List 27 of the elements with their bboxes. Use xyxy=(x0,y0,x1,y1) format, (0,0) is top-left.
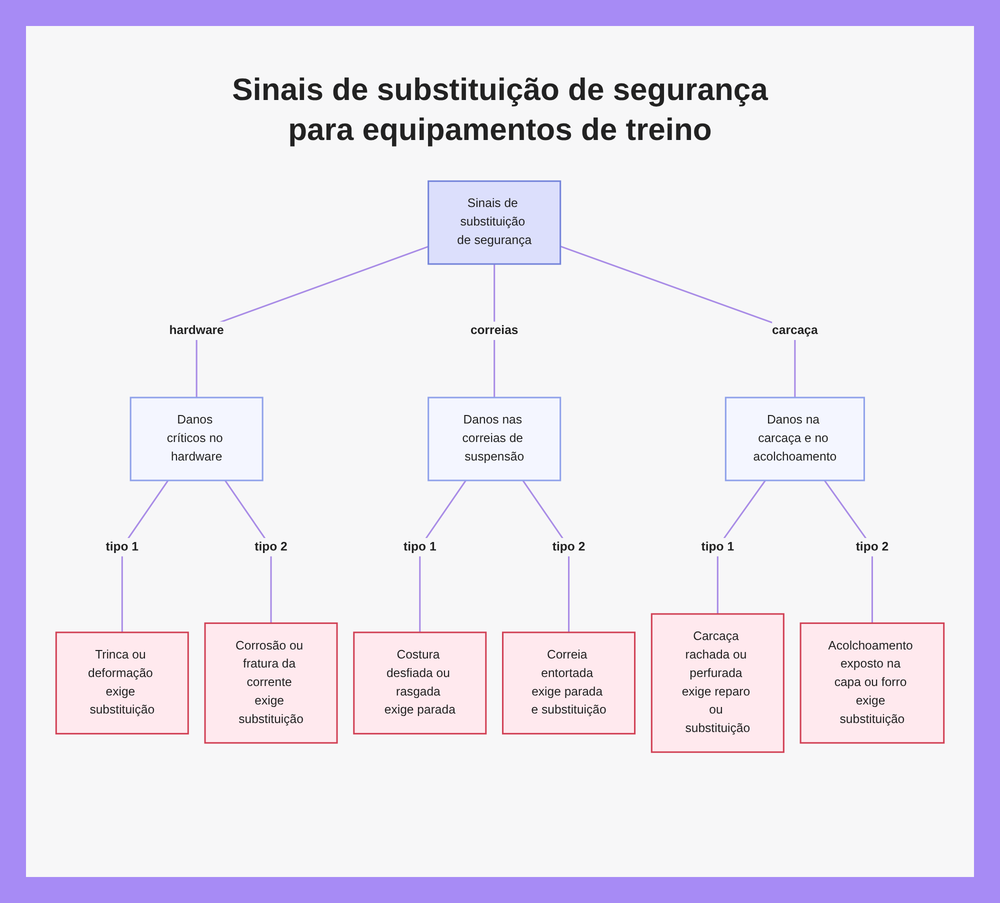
node-box xyxy=(55,631,189,734)
edge-label: tipo 2 xyxy=(552,540,586,553)
node-box xyxy=(502,631,636,734)
diagram-title: Sinais de substituição de segurança para equipamentos de treino xyxy=(231,71,769,150)
edge-label: correias xyxy=(470,323,518,337)
edge-label: tipo 1 xyxy=(404,540,436,553)
connector xyxy=(419,480,466,632)
node-box xyxy=(353,631,487,734)
node-box xyxy=(130,396,264,481)
connector xyxy=(224,480,272,623)
node-box xyxy=(428,180,562,264)
node-box xyxy=(800,622,945,744)
connector xyxy=(522,480,570,632)
node-box xyxy=(724,396,865,481)
edge-label: tipo 2 xyxy=(254,540,288,553)
connector xyxy=(121,480,169,632)
edge-label: tipo 2 xyxy=(856,540,889,553)
node-box xyxy=(650,612,784,752)
card-background: Sinais de substituição de segurança para equipamentos de treino hardware correias carcaça tipo 1 tipo 2 tipo 1 tipo 2 tipo 1 tipo 2 Sinais de substituição de segurança Danos críticos no hardware Danos nas correias de suspensão Danos na carcaça e no acolchoamento Trinca ou deformação exige substituição Corrosão ou fratura da corrente exige substituição Costura desfiada ou rasgada exige parada Correia entortada exige parada e substituição Carcaça rachada ou perfurada exige reparo ou substituição Acolchoamento exposto na capa ou forro exige substituição xyxy=(26,26,974,877)
connector xyxy=(560,245,796,398)
edge-label: carcaça xyxy=(772,323,818,337)
edge-label: hardware xyxy=(169,323,224,337)
node-box xyxy=(204,622,338,744)
edge-label: tipo 1 xyxy=(701,540,734,553)
connector xyxy=(196,245,429,398)
edge-label: tipo 1 xyxy=(106,540,139,553)
node-box xyxy=(428,396,562,481)
